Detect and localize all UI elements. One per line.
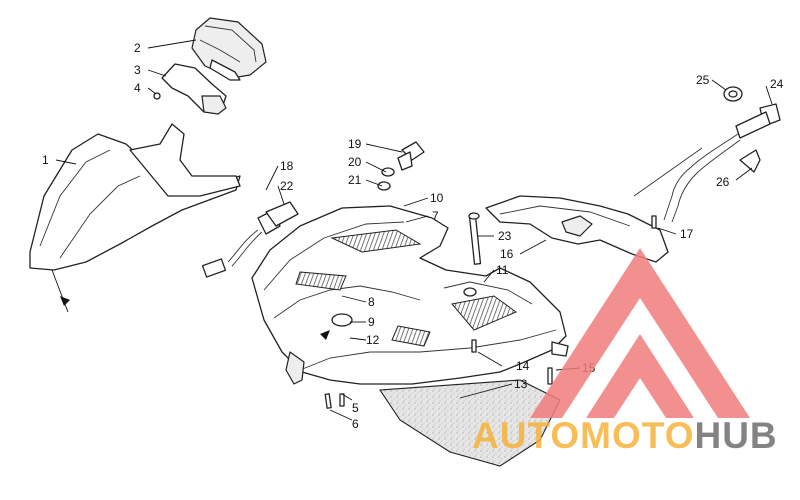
- callout-24: 24: [770, 77, 784, 91]
- callout-25: 25: [696, 73, 710, 87]
- callout-21: 21: [348, 173, 362, 187]
- callout-16: 16: [500, 247, 514, 261]
- callout-8: 8: [368, 295, 375, 309]
- callout-3: 3: [134, 63, 141, 77]
- callout-20: 20: [348, 155, 362, 169]
- bolt-part: [468, 212, 482, 265]
- callout-13: 13: [514, 377, 528, 391]
- console-body-part: [251, 205, 569, 385]
- ignition-key-part: [377, 141, 425, 191]
- switch-harness-part: [201, 201, 299, 278]
- callout-2: 2: [134, 41, 141, 55]
- callout-7: 7: [432, 209, 439, 223]
- callout-9: 9: [368, 315, 375, 329]
- throttle-cable-part: [633, 86, 781, 223]
- gauge-part: [191, 17, 267, 81]
- callout-1: 1: [42, 153, 49, 167]
- callout-18: 18: [280, 159, 294, 173]
- upper-cowl-part: [485, 195, 669, 263]
- watermark-auto: AUTO: [472, 415, 580, 456]
- callout-22: 22: [280, 179, 294, 193]
- pod-housing-part: [29, 123, 241, 313]
- callout-4: 4: [134, 81, 141, 95]
- lower-panel-part: [379, 379, 561, 467]
- callout-17: 17: [680, 227, 694, 241]
- callout-12: 12: [366, 333, 380, 347]
- callout-26: 26: [716, 175, 730, 189]
- watermark: AUTOMOTOHUB: [472, 248, 778, 456]
- watermark-text: AUTOMOTOHUB: [472, 415, 778, 456]
- callout-6: 6: [352, 417, 359, 431]
- callout-19: 19: [348, 137, 362, 151]
- callout-23: 23: [498, 229, 512, 243]
- gauge-bracket-part: [153, 63, 227, 115]
- fasteners: [320, 215, 657, 409]
- callout-14: 14: [516, 359, 530, 373]
- watermark-hub: HUB: [694, 415, 777, 456]
- callout-11: 11: [496, 263, 509, 277]
- leader-lines: [55, 39, 773, 421]
- callout-10: 10: [430, 191, 444, 205]
- watermark-logo-icon: [530, 248, 750, 418]
- watermark-moto: MOTO: [580, 415, 694, 456]
- callout-5: 5: [352, 401, 359, 415]
